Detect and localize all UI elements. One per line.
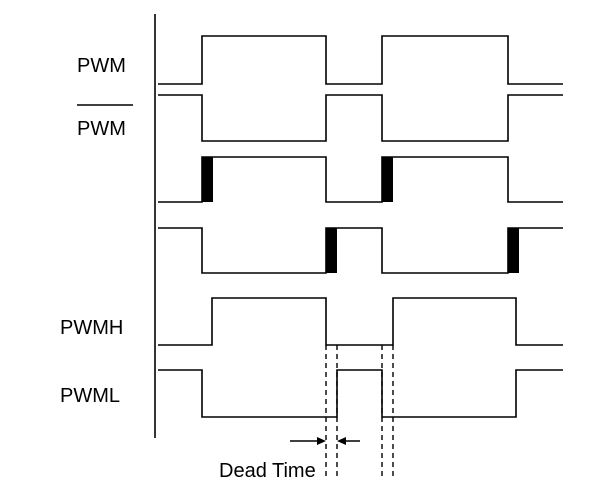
waveform-pwmh	[158, 297, 563, 346]
dead-band-block	[382, 157, 393, 202]
dead-time-label: Dead Time	[219, 460, 316, 482]
waveform-pwmh-delayed	[158, 156, 563, 203]
waveform-pwml-delayed	[158, 227, 563, 274]
label-pwm: PWM	[77, 55, 126, 77]
dead-time-arrow-left	[290, 437, 326, 445]
waveform-pwm	[158, 35, 563, 85]
dead-time-arrow-right	[337, 437, 360, 445]
label-pwm-bar: PWM	[77, 118, 126, 140]
dead-band-block	[508, 228, 519, 273]
label-pwmh: PWMH	[60, 317, 123, 339]
dead-band-block	[326, 228, 337, 273]
dead-band-block	[202, 157, 213, 202]
waveform-pwml	[158, 369, 563, 418]
waveform-pwm-bar	[158, 94, 563, 142]
label-pwml: PWML	[60, 385, 120, 407]
